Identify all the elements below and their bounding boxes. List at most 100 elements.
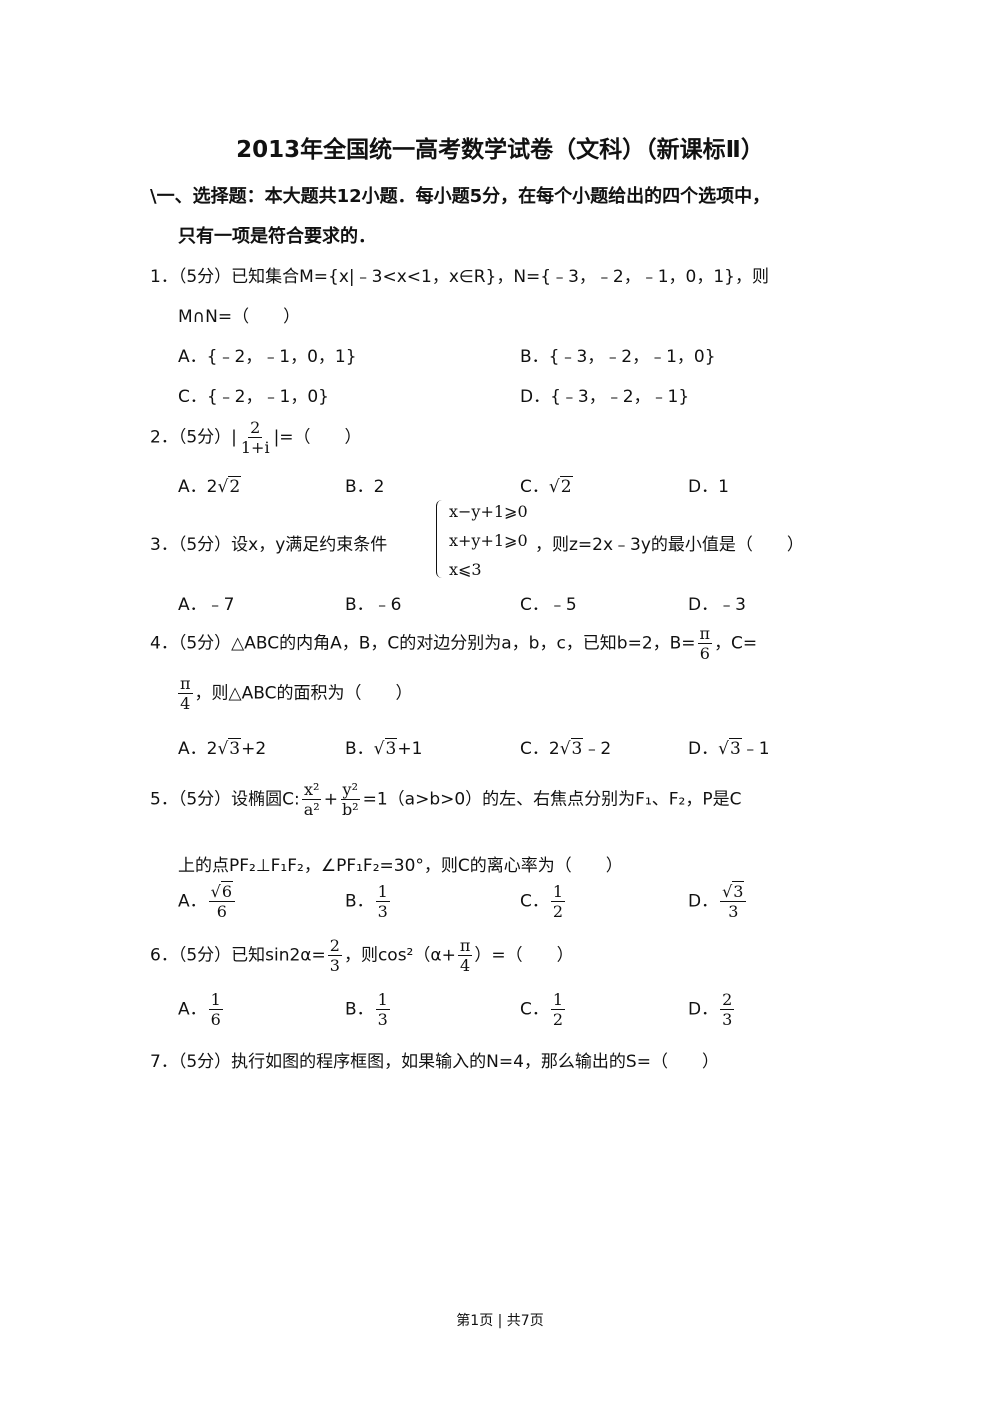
radicand: 6 xyxy=(220,881,234,901)
constraint-2: x+y+1⩾0 xyxy=(449,531,528,550)
option-label: D． xyxy=(688,739,719,759)
question-3-option-a: A．﹣7 xyxy=(178,595,235,615)
fraction-num: 1 xyxy=(208,990,223,1010)
radicand: 3 xyxy=(228,738,242,759)
system-brace xyxy=(436,500,445,578)
fraction-den: 6 xyxy=(699,644,710,663)
question-6-mid: ，则cos²（α+ xyxy=(343,945,456,966)
constraint-3: x⩽3 xyxy=(449,560,482,579)
fraction-num: x² xyxy=(301,780,322,800)
question-1-stem: 1．（5分）已知集合M={x|﹣3<x<1，x∈R}，N={﹣3，﹣2，﹣1，0… xyxy=(150,267,769,287)
fraction-den: 6 xyxy=(216,902,227,921)
option-tail: ﹣1 xyxy=(741,739,770,759)
question-4-option-a: A．2√3+2 xyxy=(178,734,266,759)
question-2-option-b: B．2 xyxy=(345,477,385,497)
fraction-den: 2 xyxy=(552,1010,564,1029)
fraction-num: π xyxy=(697,624,713,644)
option-label: D． xyxy=(688,999,719,1020)
fraction-num: 2 xyxy=(327,936,342,956)
option-label: B． xyxy=(345,739,374,759)
option-label: A． xyxy=(178,891,207,912)
question-1-stem-cont: M∩N=（ ） xyxy=(178,307,301,327)
question-3-option-d: D．﹣3 xyxy=(688,595,746,615)
fraction-num: √6 xyxy=(208,881,236,902)
question-5-prefix: 5．（5分）设椭圆C: xyxy=(150,789,300,810)
plus-sign: + xyxy=(323,789,338,810)
fraction-num: √3 xyxy=(720,881,747,902)
question-7-stem: 7．（5分）执行如图的程序框图，如果输入的N=4，那么输出的S=（ ） xyxy=(150,1052,719,1072)
fraction-num: 1 xyxy=(375,990,390,1010)
fraction-den: 4 xyxy=(459,956,471,975)
sqrt-symbol: √3 xyxy=(718,738,742,759)
option-tail: +2 xyxy=(241,739,267,759)
fraction-den: 4 xyxy=(180,694,191,713)
option-label: B． xyxy=(345,999,374,1020)
fraction-den: 3 xyxy=(377,902,388,921)
sqrt-symbol: √3 xyxy=(217,738,242,759)
option-label: A． xyxy=(178,999,207,1020)
question-1-option-c: C．{﹣2，﹣1，0} xyxy=(178,387,329,407)
option-label: C． xyxy=(520,477,549,497)
question-3-suffix: ，则z=2x﹣3y的最小值是（ ） xyxy=(535,535,804,555)
fraction-den: a² xyxy=(303,800,320,819)
fraction-num: π xyxy=(457,936,473,956)
question-4-text: 4．（5分）△ABC的内角A，B，C的对边分别为a，b，c，已知b=2，B= xyxy=(150,633,696,654)
fraction-num: 1 xyxy=(375,882,390,902)
option-tail: +1 xyxy=(397,739,423,759)
question-2-suffix: |=（ ） xyxy=(273,427,362,448)
fraction-den: 3 xyxy=(377,1010,388,1029)
option-label: A．2 xyxy=(178,739,218,759)
fraction-num: y² xyxy=(340,780,360,800)
fraction-num: 2 xyxy=(720,990,735,1010)
radicand: 3 xyxy=(570,738,584,759)
question-5-stem-cont: 上的点PF₂⊥F₁F₂，∠PF₁F₂=30°，则C的离心率为（ ） xyxy=(178,856,623,876)
fraction-den: 6 xyxy=(210,1010,221,1029)
option-label: B． xyxy=(345,891,374,912)
question-2-option-a: A．2√2 xyxy=(178,472,242,497)
section-heading-line1: \一、选择题：本大题共12小题．每小题5分，在每个小题给出的四个选项中， xyxy=(150,186,771,207)
radicand: 2 xyxy=(559,476,573,497)
fraction-den: 2 xyxy=(552,902,564,921)
fraction-num: 1 xyxy=(550,990,566,1010)
question-6-suffix: ）=（ ） xyxy=(474,945,574,966)
option-label: C． xyxy=(520,999,549,1020)
question-1-option-b: B．{﹣3，﹣2，﹣1，0} xyxy=(520,347,716,367)
option-label: C． xyxy=(520,891,549,912)
question-4-option-b: B．√3+1 xyxy=(345,734,422,759)
option-coef: 2 xyxy=(206,477,218,497)
question-3-option-c: C．﹣5 xyxy=(520,595,577,615)
constraint-1: x−y+1⩾0 xyxy=(449,502,528,521)
fraction-den: 3 xyxy=(728,902,739,921)
question-4-c-label: ，C= xyxy=(714,633,758,654)
question-1-option-a: A．{﹣2，﹣1，0，1} xyxy=(178,347,357,367)
sqrt-symbol: √2 xyxy=(217,476,242,497)
radicand: 3 xyxy=(384,738,398,759)
fraction-num: π xyxy=(178,674,193,694)
radicand: 2 xyxy=(228,476,242,497)
sqrt-symbol: √3 xyxy=(373,738,398,759)
